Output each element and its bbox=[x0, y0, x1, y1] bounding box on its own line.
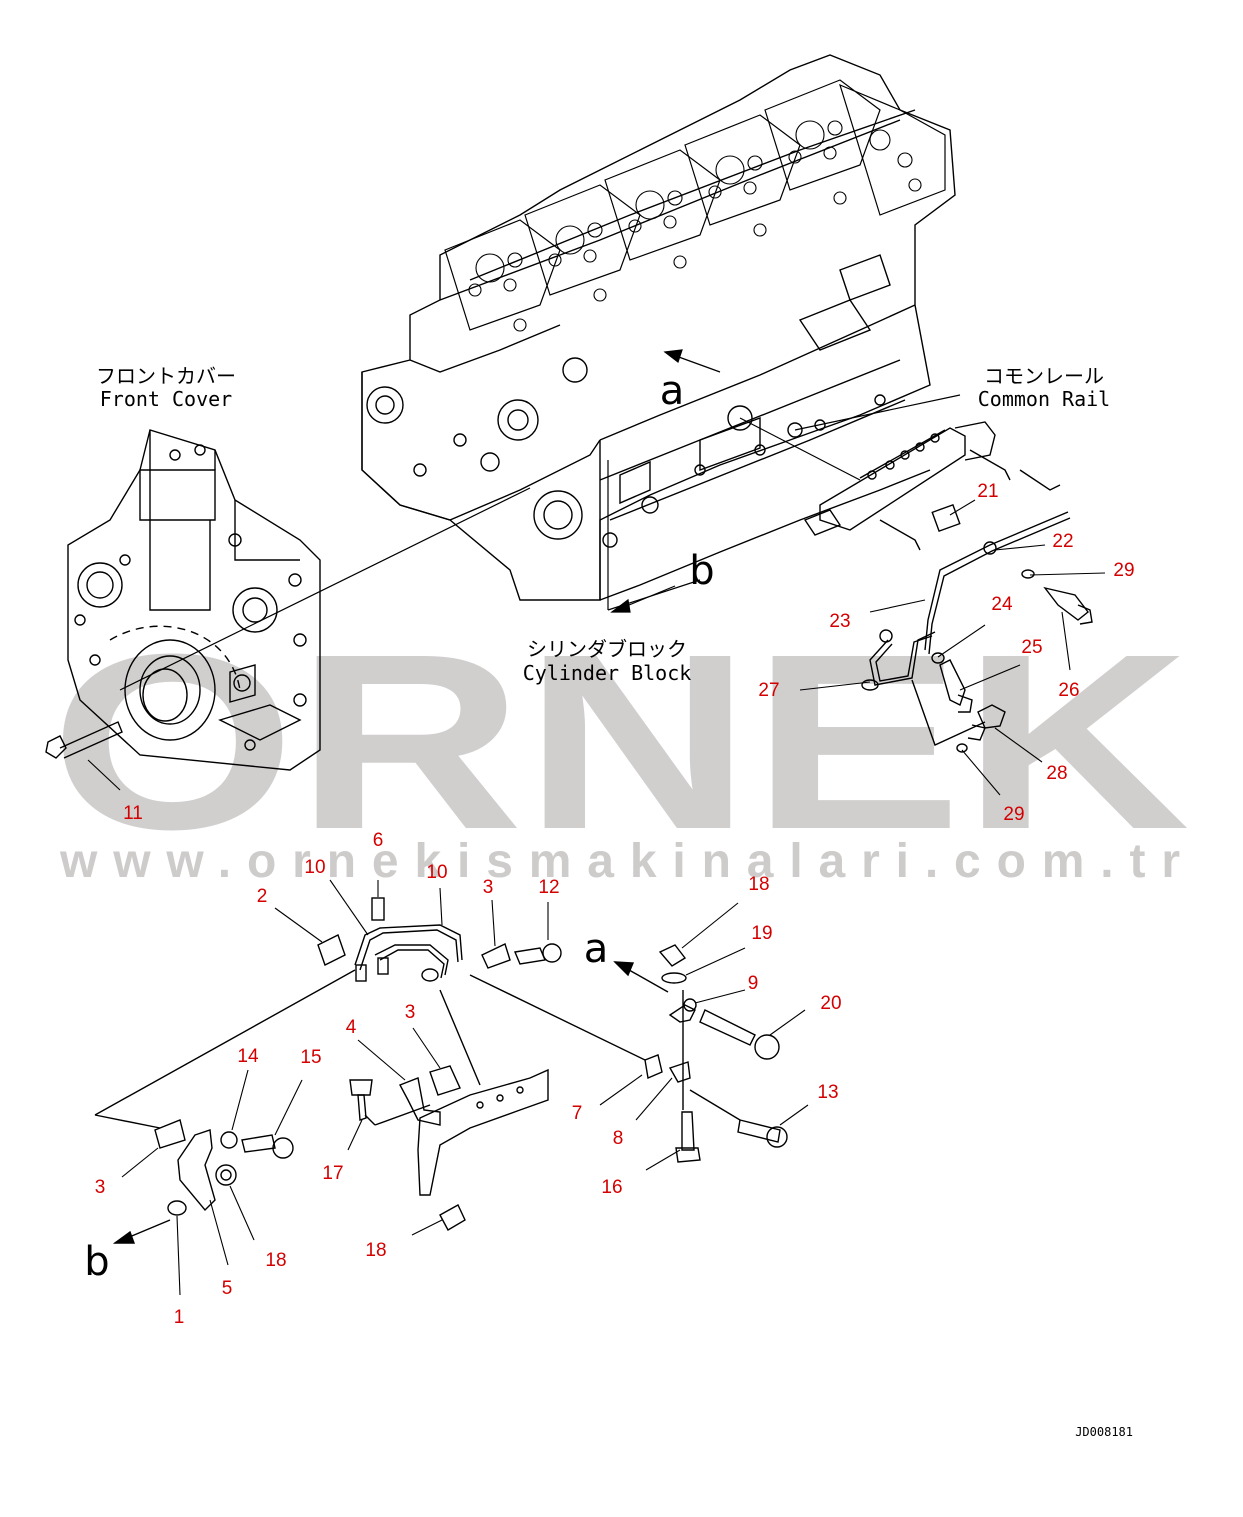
callout-number: 10 bbox=[304, 857, 325, 878]
cylinder-block-caption-en: Cylinder Block bbox=[523, 661, 692, 685]
callout-number: 3 bbox=[405, 1002, 416, 1023]
view-marker-a-bottom: a bbox=[584, 926, 609, 972]
lower-assembly-drawing bbox=[94, 897, 788, 1244]
captions: フロントカバー Front Cover コモンレール Common Rail シ… bbox=[96, 364, 1110, 685]
callout-number: 6 bbox=[373, 830, 384, 851]
callout-number: 13 bbox=[817, 1082, 838, 1103]
callout-number: 29 bbox=[1003, 804, 1024, 825]
cylinder-block-drawing bbox=[361, 54, 956, 601]
callout-number: 27 bbox=[758, 680, 779, 701]
callout-number: 19 bbox=[751, 923, 772, 944]
drawing-code: JD008181 bbox=[1075, 1425, 1133, 1439]
callout-number: 15 bbox=[300, 1047, 321, 1068]
callout-number: 18 bbox=[365, 1240, 386, 1261]
callout-number: 4 bbox=[346, 1017, 357, 1038]
view-markers: a b a b bbox=[84, 368, 714, 1285]
callout-number: 18 bbox=[265, 1250, 286, 1271]
callout-number: 1 bbox=[174, 1307, 185, 1328]
view-marker-b-top: b bbox=[689, 548, 714, 594]
callout-number: 26 bbox=[1058, 680, 1079, 701]
common-rail-caption-jp: コモンレール bbox=[984, 364, 1104, 388]
callout-number: 20 bbox=[820, 993, 841, 1014]
front-cover-caption-jp: フロントカバー bbox=[96, 364, 236, 388]
common-rail-drawing bbox=[803, 421, 1093, 753]
callout-number: 18 bbox=[748, 874, 769, 895]
callout-number: 2 bbox=[257, 886, 268, 907]
common-rail-caption-en: Common Rail bbox=[978, 387, 1110, 411]
callout-number: 3 bbox=[483, 877, 494, 898]
callout-number: 24 bbox=[991, 594, 1013, 615]
callout-leaders bbox=[87, 499, 1106, 1296]
callout-number: 29 bbox=[1113, 560, 1134, 581]
callout-number: 12 bbox=[538, 877, 559, 898]
view-marker-b-bottom: b bbox=[84, 1239, 109, 1285]
callout-number: 10 bbox=[426, 862, 447, 883]
callout-number: 5 bbox=[222, 1278, 233, 1299]
watermark-brand: ORNEK bbox=[50, 602, 1190, 881]
callout-number: 3 bbox=[95, 1177, 106, 1198]
watermark: ORNEK www.ornekismakinalari.com.tr bbox=[50, 602, 1190, 888]
callout-number: 8 bbox=[613, 1128, 624, 1149]
front-cover-caption-en: Front Cover bbox=[100, 387, 232, 411]
callout-number: 11 bbox=[123, 803, 143, 824]
cylinder-block-caption-jp: シリンダブロック bbox=[527, 637, 687, 661]
front-cover-drawing bbox=[45, 429, 321, 771]
leader-lines-upper bbox=[119, 349, 961, 691]
callout-number: 28 bbox=[1046, 763, 1067, 784]
callout-number: 22 bbox=[1052, 531, 1073, 552]
callout-number: 17 bbox=[322, 1163, 343, 1184]
callout-number: 16 bbox=[601, 1177, 622, 1198]
callout-number: 9 bbox=[748, 973, 759, 994]
callout-number: 14 bbox=[237, 1046, 259, 1067]
callout-number: 7 bbox=[572, 1103, 583, 1124]
callout-numbers: 11 21 22 29 23 24 25 26 27 28 29 6 10 10… bbox=[95, 481, 1135, 1328]
view-marker-a-top: a bbox=[660, 368, 685, 414]
callout-number: 23 bbox=[829, 611, 850, 632]
callout-number: 21 bbox=[977, 481, 998, 502]
callout-number: 25 bbox=[1021, 637, 1042, 658]
